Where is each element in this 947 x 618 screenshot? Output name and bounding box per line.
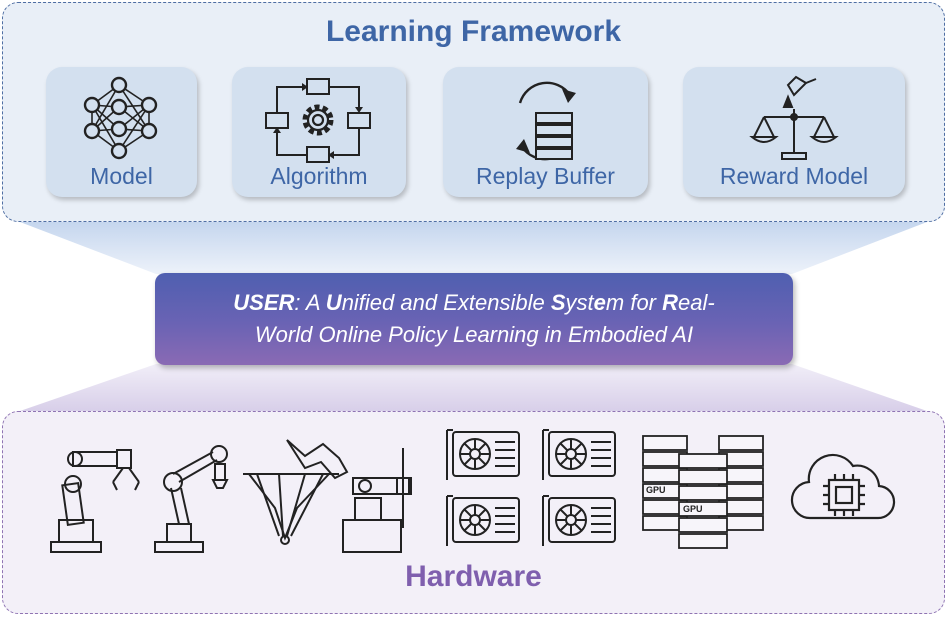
server-rack-icon: GPU GPU	[642, 435, 764, 549]
cloud-chip-icon	[790, 453, 896, 520]
reward-model-card: Reward Model	[683, 67, 905, 197]
model-label: Model	[90, 163, 153, 189]
system-title-line-1: USER: A Unified and Extensible System fo…	[233, 290, 715, 315]
algorithm-card: Algorithm	[232, 67, 406, 197]
gpu-label-1: GPU	[646, 485, 666, 495]
replay-buffer-icon	[515, 81, 576, 161]
hardware-title: Hardware	[405, 560, 542, 593]
reward-scale-icon	[749, 75, 839, 160]
learning-framework-title: Learning Framework	[325, 15, 622, 48]
gpu-card-icon	[446, 429, 616, 547]
model-card: Model	[46, 67, 197, 197]
hardware-panel: Hardware	[2, 411, 945, 614]
gpu-label-2: GPU	[683, 504, 703, 514]
robot-arm-icon	[50, 439, 412, 553]
replay-buffer-card: Replay Buffer	[443, 67, 648, 197]
replay-buffer-label: Replay Buffer	[476, 163, 615, 189]
reward-model-label: Reward Model	[719, 163, 869, 189]
neural-network-icon	[83, 76, 157, 160]
system-title-banner: USER: A Unified and Extensible System fo…	[155, 273, 793, 365]
algorithm-cycle-icon	[265, 78, 371, 163]
system-title-line-2: World Online Policy Learning in Embodied…	[254, 322, 694, 347]
learning-framework-panel: Learning Framework Model	[2, 2, 945, 222]
algorithm-label: Algorithm	[270, 163, 368, 189]
